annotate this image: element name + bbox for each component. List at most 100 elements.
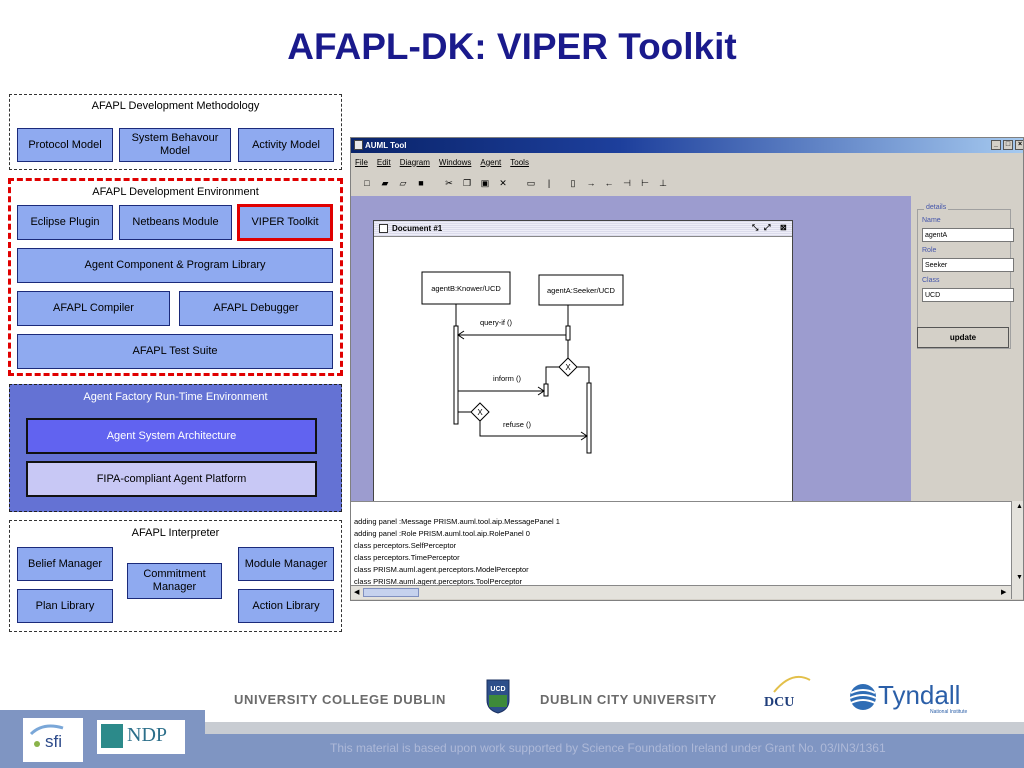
minimize-icon[interactable]: _	[991, 140, 1001, 150]
ndp-logo: NDP	[97, 720, 185, 754]
dcu-logo-text: DCU	[764, 695, 794, 710]
ucd-crest-text: UCD	[490, 686, 505, 693]
save-icon[interactable]: ■	[418, 178, 424, 188]
class-label: Class	[922, 277, 940, 284]
footer-divider	[0, 722, 1024, 736]
save-as-icon[interactable]: ▱	[399, 178, 407, 188]
close-icon[interactable]: ×	[1015, 140, 1023, 150]
interpreter-label: AFAPL Interpreter	[131, 527, 220, 539]
arrow-end-icon[interactable]: ⊣	[623, 178, 631, 188]
toolbar: □ ▰ ▱ ■ ✂ ❐ ▣ ✕ ▭ | ▯ → ← ⊣ ⊢ ⊥	[351, 174, 1023, 192]
role-field[interactable]: Seeker	[922, 258, 1014, 272]
console-line: class PRISM.auml.agent.perceptors.ModelP…	[354, 565, 529, 574]
details-legend: details	[924, 204, 949, 211]
activation-a1	[565, 325, 571, 341]
lifeline-a-box[interactable]	[538, 274, 624, 306]
menubar: File Edit Diagram Windows Agent Tools	[351, 154, 1023, 170]
arrow-right-icon[interactable]: →	[586, 178, 596, 188]
runtime-section: Agent Factory Run-Time Environment Agent…	[9, 384, 342, 512]
ndp-emblem-icon	[101, 724, 123, 748]
scroll-up-icon[interactable]: ▲	[1016, 503, 1023, 510]
sfi-logo-text: sfi	[45, 732, 62, 751]
activation-b	[453, 325, 459, 425]
activity-model-block: Activity Model	[238, 128, 334, 162]
role-label: Role	[922, 247, 937, 254]
details-panel: details Name agentA Role Seeker Class UC…	[911, 196, 1023, 501]
console-line: adding panel :Role PRISM.auml.tool.aip.R…	[354, 529, 530, 538]
line-icon[interactable]: |	[547, 178, 551, 188]
lifeline-icon[interactable]: ▯	[570, 178, 576, 188]
baseline-icon[interactable]: ⊥	[659, 178, 667, 188]
dcu-logo-icon: DCU	[764, 676, 811, 710]
inform-label: inform ()	[493, 374, 521, 383]
console-horizontal-scrollbar[interactable]: ◀ ▶	[351, 585, 1011, 599]
menu-edit[interactable]: Edit	[376, 157, 391, 167]
arrow-left-icon[interactable]: ←	[604, 178, 614, 188]
console-line: class PRISM.auml.agent.perceptors.ToolPe…	[354, 577, 522, 585]
lifeline-b-box[interactable]	[421, 271, 511, 305]
methodology-label: AFAPL Development Methodology	[91, 100, 260, 112]
doc-close-icon[interactable]: ⊠	[780, 223, 787, 232]
tyndall-globe-icon	[849, 684, 877, 710]
sequence-diagram: agentB:Knower/UCD agentA:Seeker/UCD quer…	[421, 271, 624, 454]
xor-diamond-a	[558, 357, 578, 377]
viper-toolkit-block: VIPER Toolkit	[237, 204, 333, 241]
maximize-icon[interactable]: □	[1003, 140, 1013, 150]
activation-a2	[543, 383, 549, 397]
scroll-down-icon[interactable]: ▼	[1016, 574, 1023, 581]
window-titlebar: AUML Tool _ □ ×	[351, 138, 1023, 153]
details-group: details Name agentA Role Seeker Class UC…	[917, 204, 1014, 349]
protocol-model-block: Protocol Model	[17, 128, 113, 162]
document-icon	[379, 224, 388, 233]
name-field[interactable]: agentA	[922, 228, 1014, 242]
menu-file[interactable]: File	[355, 157, 368, 167]
scroll-right-icon[interactable]: ▶	[1001, 589, 1007, 596]
class-field[interactable]: UCD	[922, 288, 1014, 302]
open-icon[interactable]: ▰	[381, 178, 389, 188]
menu-agent[interactable]: Agent	[480, 157, 502, 167]
environment-label: AFAPL Development Environment	[92, 186, 259, 198]
afapl-test-suite-block: AFAPL Test Suite	[17, 334, 333, 369]
menu-windows[interactable]: Windows	[438, 157, 472, 167]
agent-system-architecture-block: Agent System Architecture	[26, 418, 317, 454]
document-window[interactable]: Document #1 ⤡ ⤢ ⊠ agentB:Knower/UCD agen…	[373, 220, 793, 510]
doc-minimize-icon[interactable]: ⤡	[752, 223, 759, 232]
ucd-wordmark: UNIVERSITY COLLEGE DUBLIN	[234, 692, 446, 707]
paste-icon[interactable]: ▣	[480, 178, 490, 188]
menu-tools[interactable]: Tools	[510, 157, 529, 167]
cut-icon[interactable]: ✂	[445, 178, 453, 188]
rectangle-icon[interactable]: ▭	[526, 178, 536, 188]
commitment-manager-block: Commitment Manager	[127, 563, 222, 599]
component-library-block: Agent Component & Program Library	[17, 248, 333, 283]
delete-icon[interactable]: ✕	[499, 178, 507, 188]
scroll-left-icon[interactable]: ◀	[354, 589, 360, 596]
new-icon[interactable]: □	[364, 178, 370, 188]
console-line: class perceptors.SelfPerceptor	[354, 541, 457, 550]
activation-a3	[586, 382, 592, 454]
document-titlebar[interactable]: Document #1 ⤡ ⤢ ⊠	[374, 221, 792, 237]
copy-icon[interactable]: ❐	[462, 178, 472, 188]
auml-tool-window: AUML Tool _ □ × File Edit Diagram Window…	[350, 137, 1024, 601]
menu-diagram[interactable]: Diagram	[399, 157, 430, 167]
name-label: Name	[922, 217, 941, 224]
sfi-logo: sfi	[23, 718, 83, 762]
horizontal-scroll-thumb[interactable]	[363, 588, 419, 597]
update-button[interactable]: update	[917, 327, 1009, 348]
belief-manager-block: Belief Manager	[17, 547, 113, 581]
console-line: class perceptors.TimePerceptor	[354, 553, 460, 562]
afapl-compiler-block: AFAPL Compiler	[17, 291, 170, 326]
window-title: AUML Tool	[365, 141, 407, 150]
console-vertical-scrollbar[interactable]: ▲ ▼	[1011, 501, 1023, 599]
action-library-block: Action Library	[238, 589, 334, 623]
interpreter-section: AFAPL Interpreter Belief Manager Module …	[9, 520, 342, 632]
slide-title: AFAPL-DK: VIPER Toolkit	[287, 26, 737, 67]
document-title: Document #1	[392, 224, 443, 233]
arrow-start-icon[interactable]: ⊢	[641, 178, 649, 188]
system-behaviour-model-block: System Behavour Model	[119, 128, 231, 162]
grant-footnote: This material is based upon work support…	[330, 741, 886, 755]
methodology-section: AFAPL Development Methodology Protocol M…	[9, 94, 342, 170]
doc-maximize-icon[interactable]: ⤢	[764, 223, 771, 232]
console-line: adding panel :Message PRISM.auml.tool.ai…	[354, 517, 560, 526]
lifeline-a-label: agentA:Seeker/UCD	[547, 286, 616, 295]
afapl-debugger-block: AFAPL Debugger	[179, 291, 333, 326]
